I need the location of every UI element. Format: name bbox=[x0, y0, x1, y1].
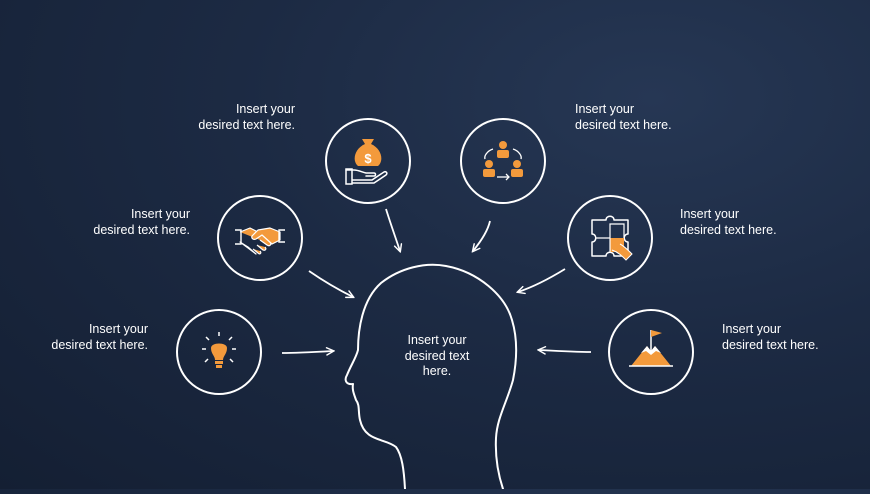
lightbulb-icon bbox=[202, 332, 236, 368]
node-circle-puzzle bbox=[567, 195, 653, 281]
caption-puzzle: Insert your desired text here. bbox=[680, 207, 777, 237]
node-circle-money-bag bbox=[325, 118, 411, 204]
team-cycle-icon bbox=[483, 141, 523, 181]
node-circle-lightbulb bbox=[176, 309, 262, 395]
svg-text:$: $ bbox=[364, 151, 372, 166]
handshake-icon bbox=[235, 227, 285, 255]
mountain-flag-icon bbox=[629, 330, 673, 367]
arrow-puzzle bbox=[518, 268, 566, 292]
arrow-mountain-flag bbox=[539, 350, 592, 352]
caption-team-cycle: Insert your desired text here. bbox=[575, 102, 672, 132]
puzzle-icon bbox=[591, 215, 633, 261]
caption-handshake: Insert your desired text here. bbox=[93, 207, 190, 237]
arrow-handshake bbox=[308, 270, 353, 297]
center-caption: Insert your desired text here. bbox=[404, 333, 470, 378]
node-circle-handshake bbox=[217, 195, 303, 281]
caption-lightbulb: Insert your desired text here. bbox=[51, 322, 148, 352]
money-bag-hand-icon: $ bbox=[345, 139, 388, 185]
arrow-money-bag bbox=[385, 208, 400, 251]
caption-money-bag: Insert your desired text here. bbox=[198, 102, 295, 132]
arrow-lightbulb bbox=[281, 351, 333, 353]
caption-mountain-flag: Insert your desired text here. bbox=[722, 322, 819, 352]
node-circle-team-cycle bbox=[460, 118, 546, 204]
head-outline bbox=[344, 263, 518, 490]
arrow-team-cycle bbox=[473, 220, 491, 251]
node-circle-mountain-flag bbox=[608, 309, 694, 395]
